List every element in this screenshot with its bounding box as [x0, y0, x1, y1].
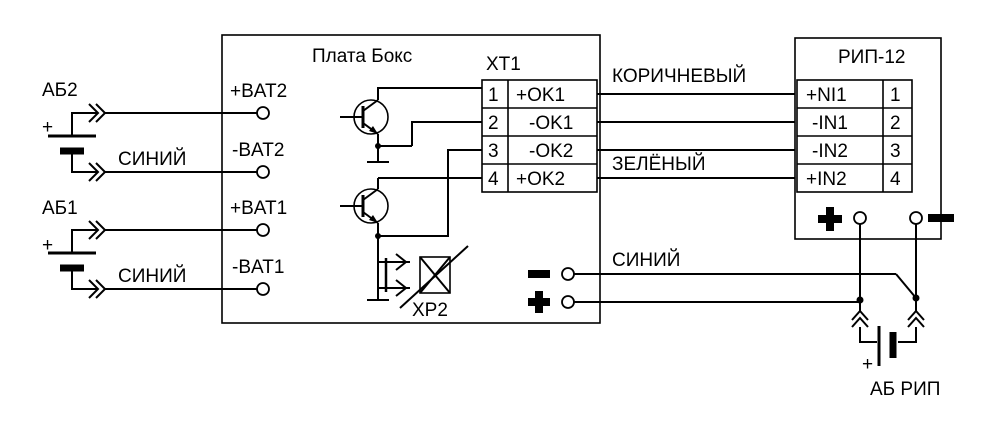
wire-label-brown: КОРИЧНЕВЫЙ: [612, 65, 746, 87]
terminal-board-plus: [561, 295, 600, 309]
xt1-title: XT1: [486, 54, 521, 75]
battery-ab1-label: АБ1: [42, 198, 78, 219]
xt1-row3-label: -OK2: [529, 141, 573, 162]
battery-ab1-symbol: [48, 229, 97, 290]
battery-ab1-plus-sign: +: [42, 235, 53, 256]
xp2-label: XP2: [412, 300, 448, 321]
board-plus-sign: [528, 291, 550, 313]
rip12-minus-sign: [928, 214, 954, 222]
wire-green: [597, 149, 795, 179]
terminal-label-bat2-minus: -BAT2: [232, 140, 284, 161]
wire-rip-power: [600, 224, 920, 304]
rip12-row4-label: +IN2: [806, 169, 847, 190]
battery-ab2-plus-sign: +: [42, 117, 53, 138]
board-title: Плата Бокс: [312, 46, 412, 67]
wire-ab1-minus: [88, 279, 243, 299]
terminal-bat2-minus: [243, 165, 270, 179]
battery-abrip-symbol: [851, 298, 925, 366]
transistor-1-wires: [377, 87, 482, 147]
wire-label-blue-rip: СИНИЙ: [612, 249, 680, 271]
xt1-row1-num: 1: [488, 85, 499, 106]
xt1-row2-label: -OK1: [529, 113, 573, 134]
wire-label-blue-ab2: СИНИЙ: [118, 148, 186, 170]
battery-abrip-plus-sign: +: [862, 354, 873, 375]
rip12-row1-label: +NI1: [806, 85, 847, 106]
rip12-plus-sign: [818, 207, 842, 231]
terminal-label-bat1-minus: -BAT1: [232, 257, 284, 278]
terminal-bat1-plus: [243, 223, 270, 237]
rip12-terminal-block: [796, 79, 913, 193]
rip12-row2-num: 2: [890, 113, 901, 134]
wire-brown: [597, 93, 795, 123]
rip12-row3-num: 3: [890, 141, 901, 162]
wire-label-green: ЗЕЛЁНЫЙ: [612, 153, 706, 175]
xt1-row4-num: 4: [488, 169, 499, 190]
wire-ab2-plus: [88, 103, 243, 123]
wire-ab2-minus: [88, 162, 243, 182]
xt1-row3-num: 3: [488, 141, 499, 162]
terminal-rip12-minus: [909, 211, 923, 225]
rip12-row3-label: -IN2: [812, 141, 848, 162]
xt1-row2-num: 2: [488, 113, 499, 134]
battery-abrip-label: АБ РИП: [870, 379, 940, 400]
battery-ab2-symbol: [48, 112, 97, 173]
terminal-label-bat2-plus: +BAT2: [230, 81, 287, 102]
battery-ab2-label: АБ2: [42, 80, 78, 101]
terminal-board-minus: [561, 267, 600, 281]
board-minus-sign: [528, 270, 550, 278]
terminal-rip12-plus: [853, 211, 867, 225]
xt1-connector: [481, 79, 598, 193]
wire-label-blue-ab1: СИНИЙ: [118, 265, 186, 287]
terminal-bat1-minus: [243, 282, 270, 296]
rip12-title: РИП-12: [838, 47, 905, 68]
rip12-row4-num: 4: [890, 169, 901, 190]
rip12-row2-label: -IN1: [812, 113, 848, 134]
xt1-row4-label: +OK2: [516, 169, 565, 190]
terminal-label-bat1-plus: +BAT1: [230, 198, 287, 219]
xp2-connector: [378, 245, 469, 309]
wire-ab1-plus: [88, 220, 243, 240]
rip12-row1-num: 1: [890, 85, 901, 106]
xt1-row1-label: +OK1: [516, 85, 565, 106]
transistor-2-wires: [378, 149, 482, 237]
transistor-1-symbol: [340, 89, 389, 163]
terminal-bat2-plus: [243, 106, 270, 120]
